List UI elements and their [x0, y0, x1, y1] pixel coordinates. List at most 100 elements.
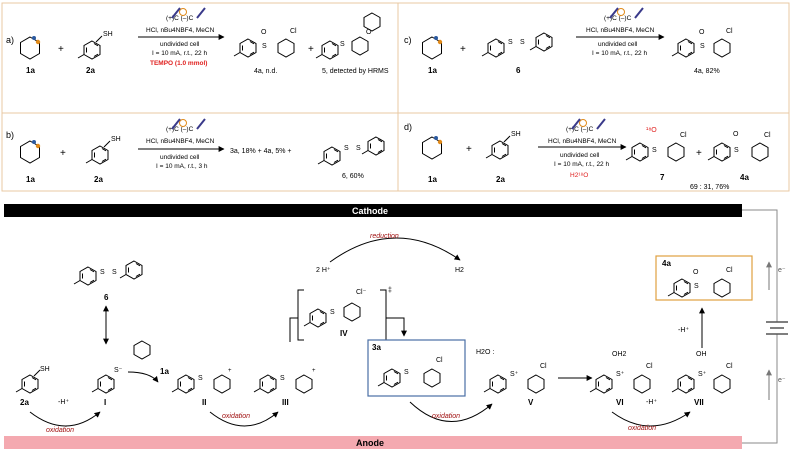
panel-b-sm2-label: 2a	[94, 175, 103, 184]
svg-text:S: S	[330, 309, 335, 316]
svg-text:S: S	[356, 145, 361, 152]
svg-text:HCl, nBu4NBF4, MeCN: HCl, nBu4NBF4, MeCN	[548, 138, 617, 145]
two-proton-label: 2 H⁺	[316, 267, 331, 274]
svg-text:S⁺: S⁺	[698, 371, 707, 378]
panel-b-results: 3a, 18% + 4a, 5% +	[230, 148, 292, 155]
compound-3a-label: 3a	[372, 343, 381, 352]
svg-text:Cl: Cl	[764, 132, 771, 139]
compound-V-label: V	[528, 398, 534, 407]
reduction-label: reduction	[370, 233, 399, 240]
svg-text:1a: 1a	[428, 175, 437, 184]
panel-c-label: c)	[404, 35, 412, 45]
svg-text:1a: 1a	[428, 66, 437, 75]
svg-text:S: S	[280, 375, 285, 382]
svg-text:+: +	[228, 368, 232, 374]
compound-6-label: 6	[104, 293, 109, 302]
panel-c-prod: 4a, 82%	[694, 68, 720, 75]
svg-text:SH: SH	[40, 366, 50, 373]
svg-text:S: S	[100, 269, 105, 276]
reduction-arc	[329, 237, 461, 263]
h2-label: H2	[455, 267, 464, 274]
oxidation-label-2: oxidation	[222, 413, 250, 420]
panel-a-sm1-label: 1a	[26, 66, 35, 75]
cathode-bar	[4, 204, 742, 217]
svg-text:OH2: OH2	[612, 351, 627, 358]
compound-VI-label: VI	[616, 398, 624, 407]
panel-a-sm2-label: 2a	[86, 66, 95, 75]
oxidation-arc-2	[209, 411, 279, 427]
electrode-icon: (+)C (–)C	[604, 7, 644, 22]
compound-4a-box	[655, 255, 753, 301]
svg-text:S: S	[344, 145, 349, 152]
svg-text:S: S	[520, 39, 525, 46]
svg-text:S: S	[404, 369, 409, 376]
svg-text:+: +	[466, 144, 472, 155]
svg-text:+: +	[696, 148, 702, 159]
svg-text:Cl: Cl	[680, 132, 687, 139]
svg-text:‡: ‡	[388, 287, 392, 294]
svg-text:S: S	[508, 39, 513, 46]
panel-a-cond3: I = 10 mA, r.t., 22 h	[152, 50, 207, 57]
svg-text:6: 6	[516, 66, 521, 75]
svg-text:Cl: Cl	[436, 357, 443, 364]
anode-bar	[4, 436, 742, 449]
svg-text:O: O	[261, 29, 267, 36]
svg-text:undivided cell: undivided cell	[598, 41, 638, 48]
compound-I-label: I	[104, 398, 106, 407]
svg-text:SH: SH	[111, 136, 121, 143]
compound-1a-label: 1a	[160, 367, 169, 376]
panel-b-label: b)	[6, 130, 14, 140]
compound-III-label: III	[282, 398, 289, 407]
svg-text:O: O	[693, 269, 699, 276]
svg-text:Cl: Cl	[726, 267, 733, 274]
compound-3a-box	[367, 339, 466, 397]
svg-text:undivided cell: undivided cell	[560, 152, 600, 159]
svg-text:Cl: Cl	[726, 363, 733, 370]
svg-text:O: O	[366, 29, 372, 36]
svg-text:O: O	[733, 131, 739, 138]
panel-b: b) 1a + SH 2a (+)C (–)C HCl, nBu4NBF4, M…	[6, 118, 385, 184]
oxidation-label-4: oxidation	[628, 425, 656, 432]
compound-II-label: II	[202, 398, 206, 407]
panel-d-additive: H2¹⁸O	[570, 172, 588, 179]
svg-text:Cl⁻: Cl⁻	[356, 289, 367, 296]
panel-a-label: a)	[6, 35, 14, 45]
svg-text:S: S	[652, 147, 657, 154]
svg-text:S: S	[112, 269, 117, 276]
panel-frame-top	[1, 2, 790, 192]
svg-text:+: +	[312, 368, 316, 374]
compound-2a-label: 2a	[20, 398, 29, 407]
svg-text:I = 10 mA, r.t., 22 h: I = 10 mA, r.t., 22 h	[592, 50, 647, 57]
panel-d-ratio: 69 : 31, 76%	[690, 184, 729, 191]
svg-text:¹⁸O: ¹⁸O	[646, 127, 657, 134]
svg-text:O: O	[699, 29, 705, 36]
svg-text:S⁺: S⁺	[510, 371, 519, 378]
circuit-wire	[742, 209, 778, 444]
battery-icon	[766, 321, 788, 335]
svg-text:Cl: Cl	[290, 28, 297, 35]
compound-VII-label: VII	[694, 398, 704, 407]
panel-a: a) 1a + SH 2a (+)C (–)C HCl, nBu4NBF4, M…	[6, 7, 389, 75]
svg-text:-H⁺: -H⁺	[646, 399, 657, 406]
svg-text:+: +	[460, 44, 466, 55]
electron-label-top: e⁻	[778, 267, 786, 274]
svg-text:2a: 2a	[496, 175, 505, 184]
panel-d-label: d)	[404, 122, 412, 132]
svg-text:+: +	[60, 148, 66, 159]
panel-d: d) 1a + SH 2a (+)C (–)C HCl, nBu4NBF4, M…	[404, 118, 771, 191]
svg-text:S: S	[700, 43, 705, 50]
panel-b-prod3: 6, 60%	[342, 173, 364, 180]
svg-text:(+)C (–)C: (+)C (–)C	[166, 15, 194, 22]
panel-d-prod1: 7	[660, 173, 665, 182]
svg-text:OH: OH	[696, 351, 707, 358]
oxidation-label-1: oxidation	[46, 427, 74, 434]
svg-text:S: S	[340, 41, 345, 48]
svg-text:S: S	[734, 147, 739, 154]
panel-a-cond2: undivided cell	[160, 41, 200, 48]
oxidation-arc-1	[29, 411, 101, 427]
svg-text:S⁻: S⁻	[114, 367, 123, 374]
electrode-icon: (+)C (–)C	[166, 118, 206, 133]
svg-text:I = 10 mA, r.t., 22 h: I = 10 mA, r.t., 22 h	[554, 161, 609, 168]
electron-label-bottom: e⁻	[778, 377, 786, 384]
